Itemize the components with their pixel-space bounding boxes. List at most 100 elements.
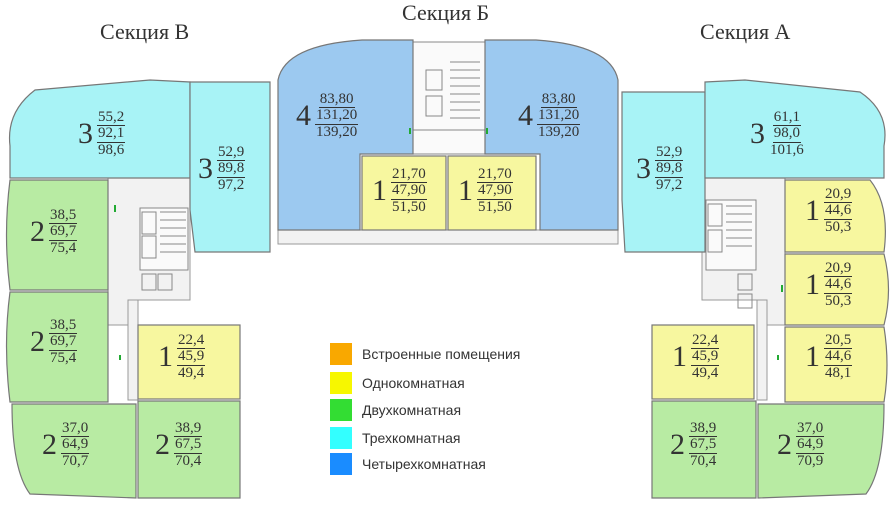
- room-count: 2: [30, 324, 45, 358]
- total-area: 92,1: [97, 125, 126, 143]
- living-area: 37,0: [796, 420, 825, 438]
- legend-label: Встроенные помещения: [362, 346, 521, 362]
- legend-swatch: [330, 427, 352, 449]
- legend-item-four-room: Четырехкомнатная: [330, 453, 486, 475]
- room-count: 2: [30, 214, 45, 248]
- living-area: 55,2: [97, 109, 126, 127]
- apt-a2a-shape: [651, 400, 757, 499]
- room-count: 1: [458, 173, 473, 207]
- total-area: 131,20: [537, 107, 581, 125]
- legend-swatch: [330, 453, 352, 475]
- total-area: 131,20: [315, 107, 359, 125]
- room-count: 1: [372, 173, 387, 207]
- living-area: 21,70: [477, 166, 513, 184]
- legend-item-two-room: Двухкомнатная: [330, 399, 461, 421]
- legend-label: Четырехкомнатная: [362, 456, 486, 472]
- total-area: 69,7: [49, 223, 78, 241]
- apartments-three-room: [8, 79, 886, 253]
- room-count: 1: [805, 193, 820, 227]
- total-area: 45,9: [691, 348, 720, 366]
- room-count: 1: [805, 267, 820, 301]
- corridor-section-b: [277, 229, 619, 245]
- room-count: 1: [158, 339, 173, 373]
- room-count: 2: [777, 427, 792, 461]
- stairwell-left: [139, 207, 189, 291]
- living-area: 38,5: [49, 317, 78, 335]
- room-count: 3: [636, 151, 651, 185]
- total-area: 44,6: [824, 202, 853, 220]
- living-area: 38,9: [174, 420, 203, 438]
- section-a-title: Секция А: [700, 19, 791, 44]
- room-count: 3: [198, 151, 213, 185]
- total-area-balcony: 139,20: [316, 123, 358, 140]
- living-area: 61,1: [772, 109, 801, 127]
- total-area-balcony: 75,4: [50, 349, 77, 366]
- corridor-v-mid: [127, 299, 139, 401]
- corridor-a-mid: [756, 299, 768, 401]
- apt-a1c-shape: [651, 324, 755, 400]
- room-count: 2: [155, 427, 170, 461]
- apt-v2d-shape: [137, 400, 241, 499]
- total-area: 98,0: [772, 125, 801, 143]
- total-area-balcony: 50,3: [825, 292, 852, 309]
- total-area: 69,7: [49, 333, 78, 351]
- apt-a3b-shape: [704, 79, 886, 179]
- windows: [114, 128, 783, 360]
- total-area-balcony: 97,2: [218, 176, 245, 193]
- total-area-balcony: 49,4: [178, 364, 205, 381]
- living-area: 20,9: [824, 260, 853, 278]
- room-count: 2: [42, 427, 57, 461]
- total-area: 47,90: [477, 182, 513, 200]
- total-area-balcony: 101,6: [770, 141, 804, 158]
- total-area-balcony: 98,6: [98, 141, 125, 158]
- legend-label: Однокомнатная: [362, 375, 465, 391]
- total-area: 64,9: [61, 436, 90, 454]
- total-area-balcony: 139,20: [538, 123, 580, 140]
- room-count: 2: [670, 427, 685, 461]
- living-area: 52,9: [655, 144, 684, 162]
- apt-v2c-shape: [11, 403, 137, 499]
- total-area: 89,8: [217, 160, 246, 178]
- total-area-balcony: 75,4: [50, 239, 77, 256]
- apt-b1b-shape: [447, 155, 537, 231]
- total-area: 45,9: [177, 348, 206, 366]
- section-v-title: Секция В: [100, 19, 190, 44]
- room-count: 1: [805, 339, 820, 373]
- apt-a2b-shape: [757, 403, 885, 499]
- apt-v3b-shape: [189, 81, 271, 253]
- apt-a1d-shape: [784, 326, 888, 403]
- living-area: 22,4: [177, 332, 206, 350]
- apt-b1a-shape: [361, 155, 447, 231]
- legend-item-builtin: Встроенные помещения: [330, 343, 520, 365]
- living-area: 20,9: [824, 186, 853, 204]
- apt-v1a-shape: [137, 324, 241, 400]
- living-area: 37,0: [61, 420, 90, 438]
- total-area-balcony: 70,4: [175, 452, 202, 469]
- total-area: 89,8: [655, 160, 684, 178]
- living-area: 38,5: [49, 207, 78, 225]
- legend-item-three-room: Трехкомнатная: [330, 427, 460, 449]
- total-area: 47,90: [391, 182, 427, 200]
- stairwell-center: [412, 41, 486, 155]
- total-area-balcony: 70,9: [797, 452, 824, 469]
